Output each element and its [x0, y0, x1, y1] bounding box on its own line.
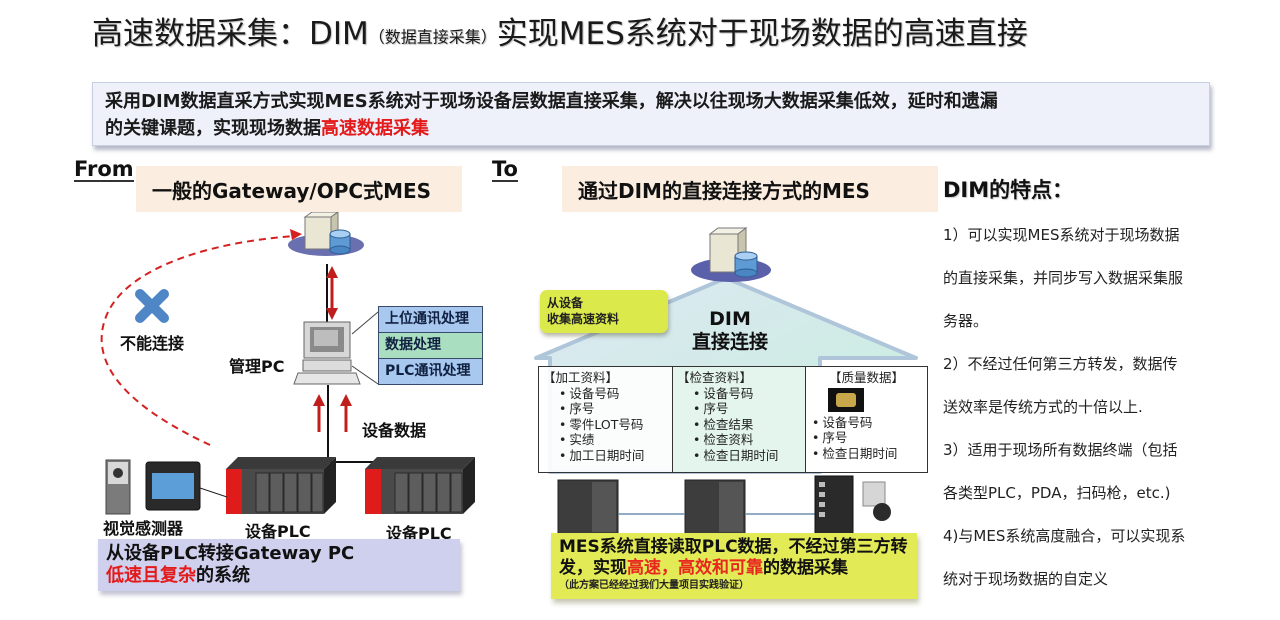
- list-item: 零件LOT号码: [559, 417, 668, 433]
- feature-line: 各类型PLC，PDA，扫码枪，etc.): [943, 484, 1171, 502]
- list-item: 检查日期时间: [812, 446, 923, 462]
- slide-title: 高速数据采集：DIM（数据直接采集）实现MES系统对于现场数据的高速直接: [92, 8, 1028, 53]
- layer-upper-comm: 上位通讯处理: [379, 307, 482, 333]
- tag-line1: 从设备: [547, 296, 584, 310]
- to-label: To: [492, 157, 518, 182]
- feature-line: 送效率是传统方式的十倍以上.: [943, 398, 1143, 416]
- from-footer-suffix: 的系统: [196, 565, 250, 586]
- feature-line: 4)与MES系统高度融合，可以实现系: [943, 527, 1186, 545]
- features-list: 1）可以实现MES系统对于现场数据 的直接采集，并同步写入数据采集服 务器。 2…: [943, 214, 1233, 601]
- dim-server-icon: [691, 227, 771, 282]
- column-header: 【加工资料】: [543, 370, 619, 385]
- from-diagram: [100, 212, 475, 515]
- from-footer-line2: 低速且复杂的系统: [106, 565, 452, 587]
- data-categories-table: 【加工资料】 设备号码 序号 零件LOT号码 实绩 加工日期时间 【检查资料】 …: [538, 366, 928, 473]
- list-item: 设备号码: [812, 415, 923, 431]
- data-column-quality: 【质量数据】 设备号码 序号 检查日期时间: [805, 367, 927, 472]
- from-footer-highlight: 低速且复杂: [106, 565, 196, 586]
- data-column-processing: 【加工资料】 设备号码 序号 零件LOT号码 实绩 加工日期时间: [539, 367, 672, 472]
- camera-icon: [862, 481, 891, 521]
- collect-data-tag: 从设备 收集高速资料: [540, 290, 668, 333]
- list-item: 实绩: [559, 432, 668, 448]
- summary-line2: 的关键课题，实现现场数据高速数据采集: [105, 115, 1197, 142]
- management-pc-icon: [293, 321, 361, 385]
- vision-sensor-camera-icon: [105, 459, 131, 515]
- chip-card-icon: [828, 387, 864, 412]
- list-item: 序号: [693, 401, 801, 417]
- list-item: 设备号码: [693, 386, 801, 402]
- blue-x-icon: [135, 289, 169, 323]
- to-footer-line2: 发，实现高速，高效和可靠的数据采集: [559, 558, 909, 579]
- from-heading: 一般的Gateway/OPC式MES: [136, 166, 462, 212]
- dashed-arrowhead-icon: [290, 229, 302, 240]
- to-heading-text: 通过DIM的直接连接方式的MES: [578, 178, 870, 203]
- cannot-connect-label: 不能连接: [120, 334, 185, 353]
- feature-line: 2）不经过任何第三方转发，数据传: [943, 355, 1178, 373]
- bidirectional-arrow-icon: [326, 264, 338, 322]
- vision-sensor-label: 视觉感测器: [103, 519, 184, 538]
- vision-sensor-controller-icon: [145, 461, 228, 511]
- connector-line: [351, 311, 379, 335]
- processing-layers-table: 上位通讯处理 数据处理 PLC通讯处理: [378, 306, 483, 385]
- from-footer-line1: 从设备PLC转接Gateway PC: [106, 543, 355, 564]
- list-item: 序号: [812, 430, 923, 446]
- from-heading-text: 一般的Gateway/OPC式MES: [152, 178, 432, 203]
- to-footer-note: （此方案已经经过我们大量项目实践验证）: [559, 580, 749, 591]
- plc-device-icon: [557, 479, 619, 535]
- list-item: 设备号码: [559, 386, 668, 402]
- management-pc-label: 管理PC: [229, 357, 285, 376]
- layer-data-processing: 数据处理: [379, 333, 482, 359]
- title-suffix: 实现MES系统对于现场数据的高速直接: [496, 16, 1028, 52]
- summary-line1: 采用DIM数据直采方式实现MES系统对于现场设备层数据直接采集，解决以往现场大数…: [105, 91, 998, 112]
- connector-line: [351, 365, 379, 385]
- feature-line: 务器。: [943, 312, 989, 330]
- plc-label-1: 设备PLC: [245, 522, 311, 541]
- layer-plc-comm: PLC通讯处理: [379, 359, 482, 384]
- plc-device-icon: [684, 479, 746, 535]
- list-item: 检查日期时间: [693, 448, 801, 464]
- list-item: 检查资料: [693, 432, 801, 448]
- features-title: DIM的特点：: [943, 178, 1074, 202]
- from-footer-box: 从设备PLC转接Gateway PC 低速且复杂的系统: [98, 539, 460, 591]
- feature-line: 的直接采集，并同步写入数据采集服: [943, 269, 1184, 287]
- list-item: 检查结果: [693, 417, 801, 433]
- device-data-label: 设备数据: [362, 421, 427, 440]
- device-data-arrows-icon: [313, 394, 352, 432]
- to-footer-suffix: 的数据采集: [763, 558, 848, 578]
- summary-box: 采用DIM数据直采方式实现MES系统对于现场设备层数据直接采集，解决以往现场大数…: [92, 82, 1210, 146]
- plc-icon: [226, 457, 336, 514]
- to-heading: 通过DIM的直接连接方式的MES: [562, 166, 938, 212]
- to-footer-highlight: 高速，高效和可靠: [627, 558, 763, 578]
- server-icon: [288, 212, 364, 256]
- summary-line2-prefix: 的关键课题，实现现场数据: [105, 118, 321, 139]
- summary-highlight: 高速数据采集: [321, 118, 429, 139]
- to-footer-box: MES系统直接读取PLC数据，不经过第三方转 发，实现高速，高效和可靠的数据采集…: [551, 533, 917, 599]
- feature-line: 统对于现场数据的自定义: [943, 570, 1109, 588]
- data-column-inspection: 【检查资料】 设备号码 序号 检查结果 检查资料 检查日期时间: [672, 367, 805, 472]
- tag-line2: 收集高速资料: [547, 312, 620, 326]
- dim-direct-connect: DIM 直接连接: [660, 308, 800, 354]
- column-header: 【检查资料】: [677, 370, 753, 385]
- column-header: 【质量数据】: [828, 370, 904, 385]
- title-paren: （数据直接采集）: [368, 27, 497, 47]
- failed-connection-path: [100, 235, 296, 446]
- list-item: 序号: [559, 401, 668, 417]
- plc-label-2: 设备PLC: [386, 524, 452, 543]
- direct-connect-label: 直接连接: [691, 331, 768, 353]
- network-switch-icon: [814, 475, 854, 537]
- feature-line: 1）可以实现MES系统对于现场数据: [943, 226, 1180, 244]
- to-footer-prefix: 发，实现: [559, 558, 627, 578]
- list-item: 加工日期时间: [559, 448, 668, 464]
- dim-label: DIM: [709, 308, 751, 330]
- title-prefix: 高速数据采集：DIM: [92, 16, 369, 52]
- to-footer-line1: MES系统直接读取PLC数据，不经过第三方转: [559, 537, 908, 557]
- from-label: From: [74, 157, 134, 182]
- feature-line: 3）适用于现场所有数据终端（包括: [943, 441, 1178, 459]
- plc-icon: [365, 457, 475, 514]
